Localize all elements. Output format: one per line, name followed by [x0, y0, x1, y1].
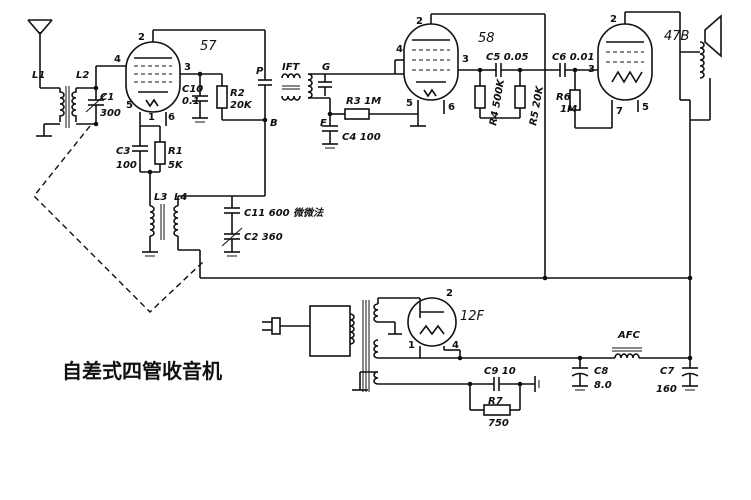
label-c4: C4 100: [342, 132, 381, 143]
pin-label: 5: [126, 100, 133, 111]
label-r5: R5 20K: [528, 84, 546, 126]
label-r7-value: 750: [488, 418, 509, 429]
tube-58-label: 58: [478, 31, 495, 46]
label-r1: R1: [168, 146, 183, 157]
label-c9: C9 10: [484, 366, 516, 377]
tube-47b: [575, 11, 681, 129]
tube-57: [95, 29, 265, 126]
node-label-p: P: [256, 66, 264, 77]
pin-label: 2: [610, 14, 617, 25]
pin-label: 5: [642, 102, 649, 113]
label-c10: C10: [182, 84, 203, 95]
label-c1-value: 300: [100, 108, 121, 119]
pin-label: 2: [138, 32, 145, 43]
capacitor-c3: [132, 126, 148, 172]
pin-label: 6: [448, 102, 455, 113]
label-r4: R4 500K: [488, 77, 507, 126]
label-r2: R2: [230, 88, 245, 99]
capacitor-c7: [681, 358, 699, 391]
label-l2: L2: [76, 70, 89, 81]
pin-label: 3: [184, 62, 191, 73]
label-r2-value: 20K: [230, 100, 253, 111]
label-c1: C1: [100, 92, 114, 103]
label-r1-value: 5K: [168, 160, 184, 171]
label-l3: L3: [154, 192, 167, 203]
label-c5: C5 0.05: [486, 52, 528, 63]
pin-label: 3: [588, 64, 595, 75]
pin-label: 6: [168, 112, 175, 123]
tube-47b-label: 47B: [664, 29, 690, 44]
resistor-r1: [140, 125, 166, 196]
label-c3: C3: [116, 146, 130, 157]
label-afc: AFC: [617, 330, 641, 341]
label-c7-value: 160: [656, 384, 677, 395]
if-transformer: [258, 30, 404, 120]
pin-label: 2: [416, 16, 423, 27]
input-coil-l1-l2: [36, 86, 96, 137]
tube-57-label: 57: [200, 39, 217, 54]
speaker-symbol: [679, 14, 722, 121]
tube-12f-label: 12F: [460, 309, 485, 324]
label-c3-value: 100: [116, 160, 137, 171]
filter-network: [457, 278, 693, 361]
gang-linkage-line: [33, 125, 206, 313]
node-label-ift: IFT: [282, 62, 301, 73]
resistor-r6: [569, 70, 581, 128]
resistor-r3: [330, 108, 418, 120]
capacitor-c8: [571, 358, 589, 391]
label-c6: C6 0.01: [552, 52, 594, 63]
power-transformer: [309, 297, 470, 392]
label-r3: R3 1M: [346, 96, 381, 107]
capacitor-c9: [467, 376, 540, 392]
pin-label: 7: [616, 106, 623, 117]
node-label-b: B: [270, 118, 278, 129]
resistor-r7: [469, 384, 521, 416]
capacitor-c1: [85, 85, 107, 127]
node-label-f: F: [320, 118, 327, 129]
label-r6-value: 1M: [560, 104, 577, 115]
power-plug: [262, 317, 310, 335]
label-c7: C7: [660, 366, 674, 377]
capacitor-c4: [322, 111, 338, 149]
label-l1: L1: [32, 70, 45, 81]
diagram-caption: 自差式四管收音机: [62, 359, 222, 383]
pin-label: 4: [452, 340, 459, 351]
pin-label: 1: [408, 340, 415, 351]
resistor-r2: [200, 73, 265, 121]
label-l4: L4: [174, 192, 187, 203]
capacitor-c10: [192, 71, 208, 123]
pin-label: 3: [462, 54, 469, 65]
pin-label: 5: [406, 98, 413, 109]
tube-58: [394, 13, 545, 127]
tube-12f: [407, 297, 461, 358]
antenna-symbol: [27, 19, 60, 89]
label-r7: R7: [488, 396, 503, 407]
capacitor-c6: [520, 63, 598, 77]
pin-label: 1: [148, 112, 155, 123]
label-r6: R6: [556, 92, 571, 103]
node-label-g: G: [322, 62, 330, 73]
label-c8: C8: [594, 366, 608, 377]
capacitor-c5: [477, 63, 520, 77]
label-c11: C11 600 微微法: [244, 207, 324, 219]
label-c8-value: 8.0: [594, 380, 612, 391]
oscillator-coil-l3-l4: [142, 195, 265, 278]
pin-label: 4: [396, 44, 403, 55]
capacitor-c11-c2: [221, 196, 243, 257]
resistor-r4: [474, 70, 486, 118]
label-c10-value: 0.1: [182, 96, 200, 107]
pin-label: 4: [114, 54, 121, 65]
pin-label: 2: [446, 288, 453, 299]
label-c2: C2 360: [244, 232, 283, 243]
